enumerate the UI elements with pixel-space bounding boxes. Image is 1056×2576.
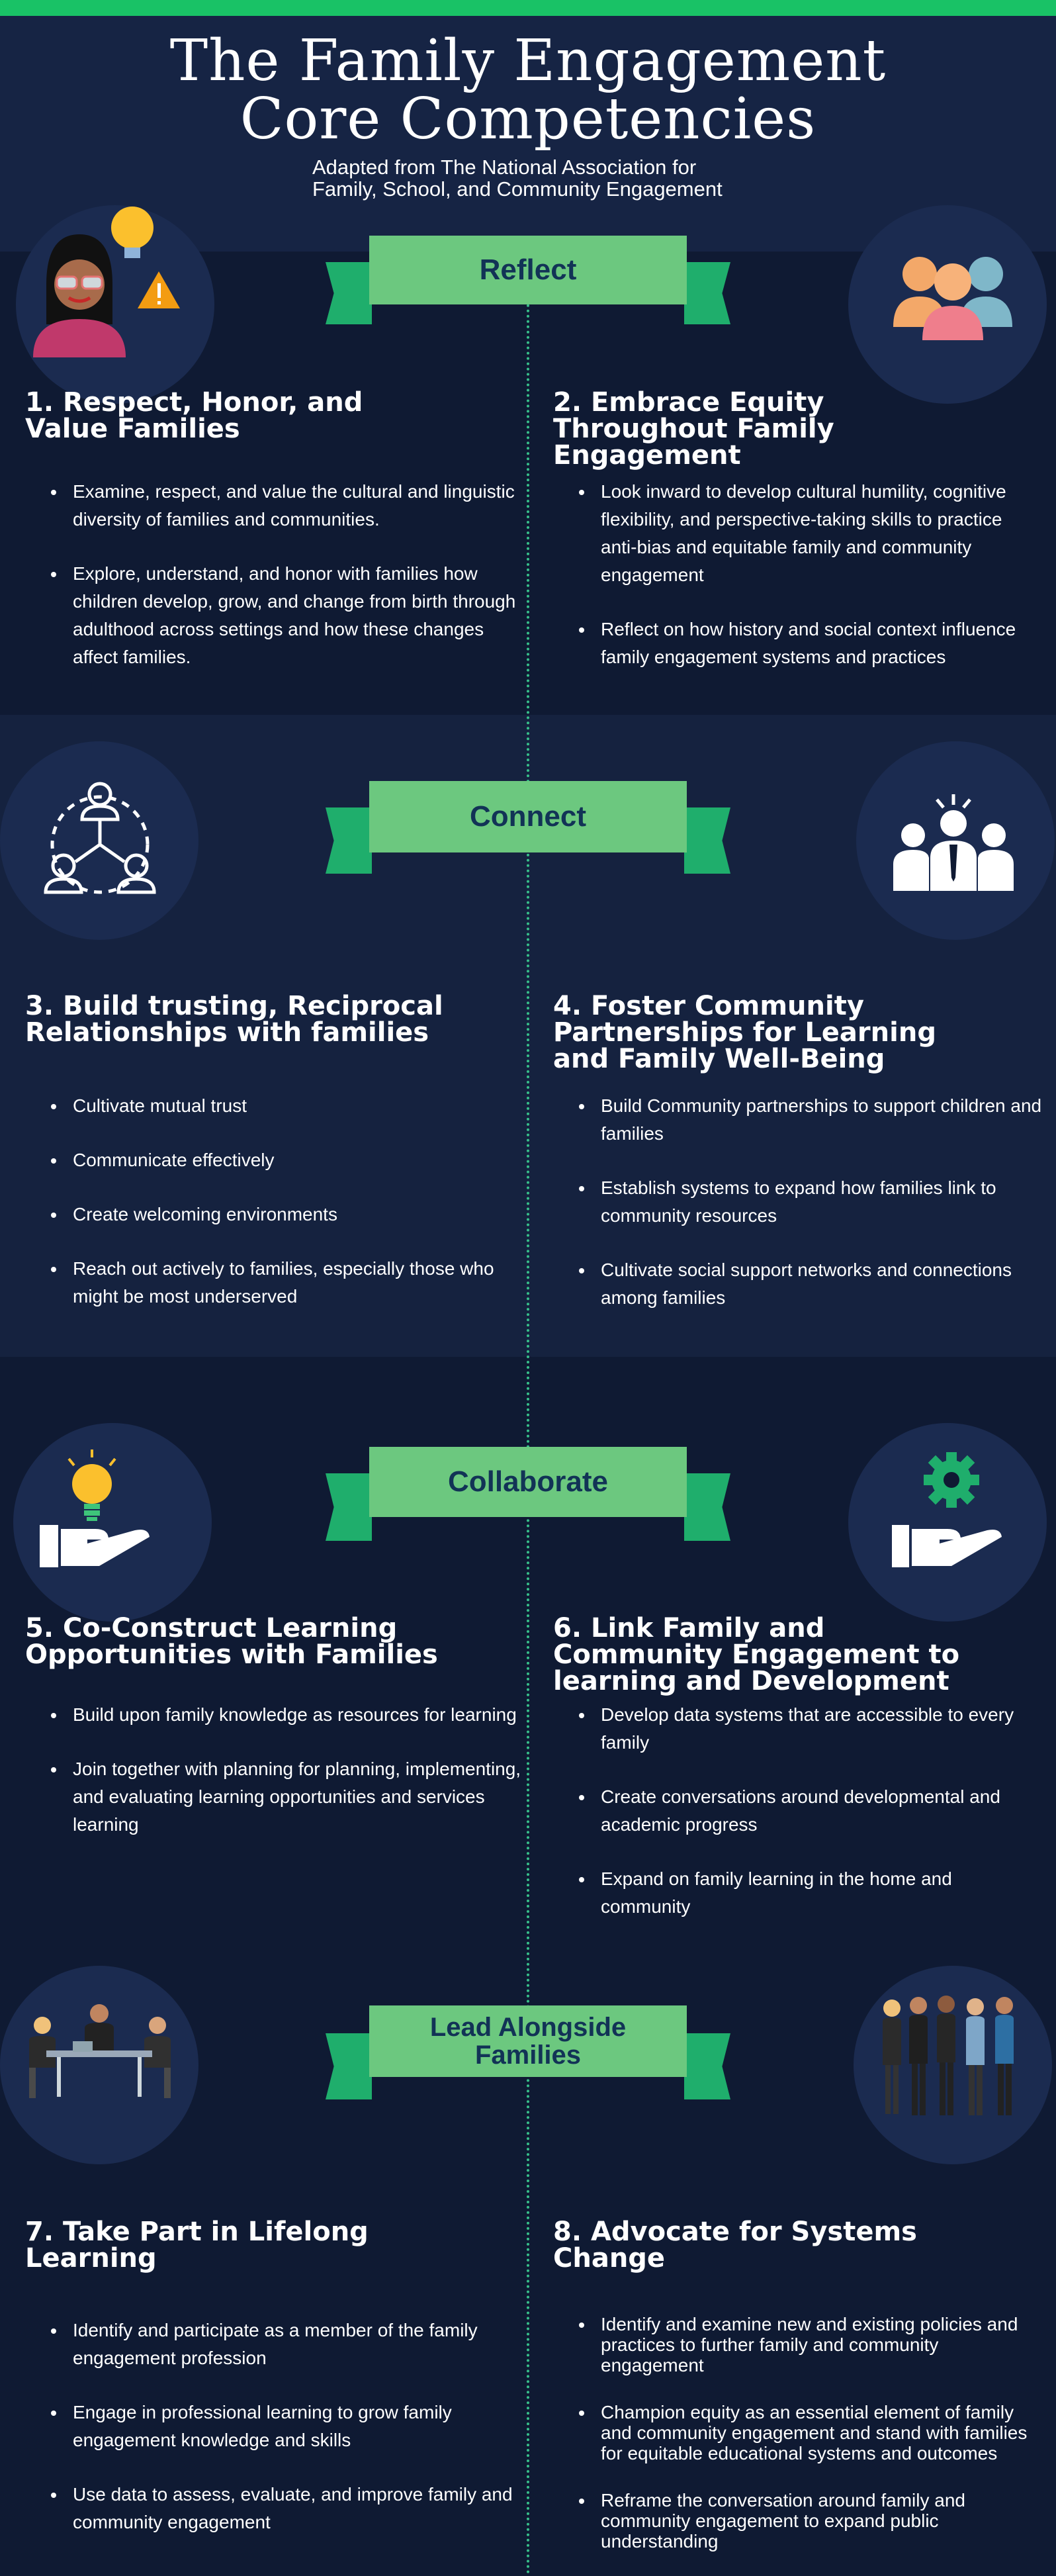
- list-item: Cultivate social support networks and co…: [594, 1256, 1044, 1312]
- competency-list-8: Identify and examine new and existing po…: [577, 2314, 1031, 2576]
- ribbon-fold-right: [684, 1473, 730, 1541]
- woman-lightbulb-warning-icon: [33, 207, 180, 357]
- ribbon-fold-left: [326, 2033, 372, 2099]
- section-label-ribbon-collaborate: Collaborate: [326, 1447, 730, 1541]
- competency-title-6: 6. Link Family and Community Engagement …: [553, 1613, 960, 1696]
- section-label-ribbon-reflect: Reflect: [326, 236, 730, 324]
- meeting-table-icon: [29, 2004, 171, 2098]
- list-item: Reach out actively to families, especial…: [66, 1255, 523, 1311]
- competency-title-4: 4. Foster Community Partnerships for Lea…: [553, 991, 936, 1074]
- list-item: Join together with planning for planning…: [66, 1755, 523, 1839]
- section-label-collaborate: Collaborate: [369, 1447, 687, 1517]
- hand-lightbulb-icon: [40, 1449, 150, 1567]
- competency-title-8: 8. Advocate for Systems Change: [553, 2217, 917, 2274]
- group-of-people-icon: [893, 257, 1012, 340]
- page-subtitle: Adapted from The National Association fo…: [312, 156, 723, 201]
- list-item: Reframe the conversation around family a…: [594, 2490, 1031, 2552]
- ribbon-fold-left: [326, 1473, 372, 1541]
- list-item: Identify and examine new and existing po…: [594, 2314, 1031, 2375]
- team-leader-icon: [893, 794, 1014, 891]
- icon-circle-right: [848, 205, 1047, 404]
- list-item: Champion equity as an essential element …: [594, 2402, 1031, 2463]
- competency-title-7: 7. Take Part in Lifelong Learning: [25, 2217, 369, 2274]
- list-item: Expand on family learning in the home an…: [594, 1865, 1044, 1921]
- list-item: Develop data systems that are accessible…: [594, 1701, 1044, 1757]
- network-people-icon: [44, 782, 156, 894]
- competency-title-2: 2. Embrace Equity Throughout Family Enga…: [553, 387, 834, 471]
- competency-list-2: Look inward to develop cultural humility…: [577, 478, 1031, 698]
- business-people-icon: [883, 1996, 1014, 2115]
- list-item: Create conversations around developmenta…: [594, 1783, 1044, 1839]
- center-divider: [527, 252, 529, 2576]
- competency-list-5: Build upon family knowledge as resources…: [49, 1701, 523, 1865]
- competency-list-6: Develop data systems that are accessible…: [577, 1701, 1044, 1947]
- list-item: Establish systems to expand how families…: [594, 1174, 1044, 1230]
- list-item: Engage in professional learning to grow …: [66, 2399, 523, 2454]
- list-item: Explore, understand, and honor with fami…: [66, 560, 523, 671]
- list-item: Build Community partnerships to support …: [594, 1092, 1044, 1148]
- ribbon-fold-left: [326, 807, 372, 874]
- competency-list-4: Build Community partnerships to support …: [577, 1092, 1044, 1338]
- header-band: [0, 16, 1056, 252]
- list-item: Examine, respect, and value the cultural…: [66, 478, 523, 533]
- hand-gear-icon: [892, 1452, 1002, 1567]
- page-title: The Family Engagement Core Competencies: [0, 32, 1056, 148]
- section-label-lead-alongside-families: Lead Alongside Families: [369, 2005, 687, 2077]
- ribbon-fold-right: [684, 807, 730, 874]
- competency-title-5: 5. Co-Construct Learning Opportunities w…: [25, 1613, 438, 1670]
- ribbon-fold-right: [684, 2033, 730, 2099]
- competency-title-3: 3. Build trusting, Reciprocal Relationsh…: [25, 991, 443, 1048]
- list-item: Communicate effectively: [66, 1146, 523, 1174]
- competency-list-3: Cultivate mutual trust Communicate effec…: [49, 1092, 523, 1337]
- title-line-2: Core Competencies: [240, 86, 816, 152]
- competency-list-1: Examine, respect, and value the cultural…: [49, 478, 523, 698]
- list-item: Look inward to develop cultural humility…: [594, 478, 1031, 589]
- ribbon-fold-right: [684, 262, 730, 324]
- list-item: Cultivate mutual trust: [66, 1092, 523, 1120]
- section-label-connect: Connect: [369, 781, 687, 852]
- list-item: Reflect on how history and social contex…: [594, 616, 1031, 671]
- section-label-reflect: Reflect: [369, 236, 687, 304]
- competency-title-1: 1. Respect, Honor, and Value Families: [25, 387, 363, 444]
- ribbon-fold-left: [326, 262, 372, 324]
- list-item: Create welcoming environments: [66, 1201, 523, 1228]
- list-item: Build upon family knowledge as resources…: [66, 1701, 523, 1729]
- icon-circle-left: [13, 1423, 212, 1622]
- top-accent-bar: [0, 0, 1056, 17]
- icon-circle-right: [856, 741, 1055, 940]
- list-item: Identify and participate as a member of …: [66, 2317, 523, 2372]
- section-label-ribbon-connect: Connect: [326, 781, 730, 874]
- list-item: Use data to assess, evaluate, and improv…: [66, 2481, 523, 2536]
- title-line-1: The Family Engagement: [169, 28, 887, 94]
- section-label-ribbon-lead: Lead Alongside Families: [326, 2005, 730, 2099]
- competency-list-7: Identify and participate as a member of …: [49, 2317, 523, 2563]
